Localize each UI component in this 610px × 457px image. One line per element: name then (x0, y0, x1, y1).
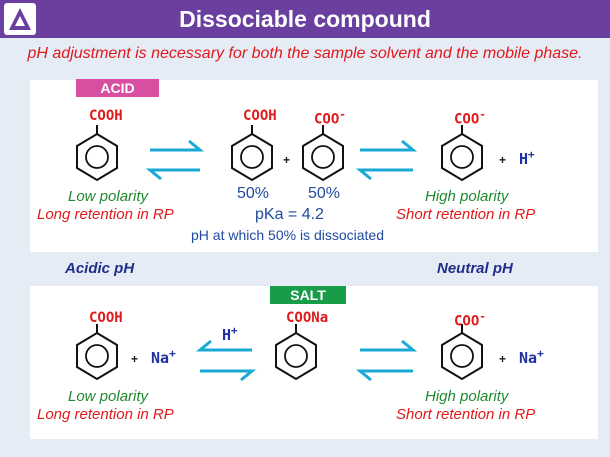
salt-right-retention: Short retention in RP (396, 406, 536, 423)
salt-left-ion: Na+ (151, 347, 176, 367)
acid-mid-group-1: COOH (243, 108, 277, 124)
salt-left-group: COOH (89, 310, 123, 326)
pka-note: pH at which 50% is dissociated (191, 227, 384, 243)
page-title: Dissociable compound (179, 6, 431, 32)
salt-panel (30, 286, 598, 439)
salt-badge: SALT (270, 286, 346, 304)
logo (4, 3, 36, 35)
acid-left-retention: Long retention in RP (37, 206, 174, 223)
benzene-ring-salt-left (76, 323, 118, 380)
acid-right-polarity: High polarity (425, 188, 509, 205)
benzene-ring-salt-mid (275, 323, 317, 380)
benzene-ring-acid-mid-2 (302, 124, 344, 181)
acid-mid-group-2: COO- (314, 108, 346, 128)
salt-left-plus: + (131, 352, 139, 366)
pka-value: pKa = 4.2 (255, 206, 324, 223)
acid-mid-percent-1: 50% (237, 185, 270, 202)
acid-left-group: COOH (89, 108, 123, 124)
acid-badge: ACID (76, 79, 159, 97)
title-bar (0, 0, 610, 38)
equilibrium-arrows-acid-right (355, 139, 418, 181)
logo-triangle-icon (9, 8, 31, 30)
benzene-ring-salt-right (441, 323, 483, 380)
acid-right-retention: Short retention in RP (396, 206, 536, 223)
salt-arrow-label: H+ (222, 324, 238, 344)
benzene-ring-acid-left (76, 124, 118, 181)
salt-right-group: COO- (454, 310, 486, 330)
neutral-ph-label: Neutral pH (437, 260, 513, 277)
acid-right-plus: + (499, 153, 507, 167)
acid-mid-percent-2: 50% (308, 185, 341, 202)
salt-left-retention: Long retention in RP (37, 406, 174, 423)
benzene-ring-acid-mid-1 (231, 124, 273, 181)
salt-right-plus: + (499, 352, 507, 366)
benzene-ring-acid-right (441, 124, 483, 181)
salt-mid-group: COONa (286, 310, 329, 326)
acid-panel (30, 80, 598, 252)
salt-right-polarity: High polarity (425, 388, 509, 405)
salt-right-ion: Na+ (519, 347, 544, 367)
equilibrium-arrows-salt-right (355, 339, 418, 382)
acid-mid-plus: + (283, 153, 291, 167)
acid-right-group: COO- (454, 108, 486, 128)
salt-left-polarity: Low polarity (68, 388, 149, 405)
subtitle: pH adjustment is necessary for both the … (27, 45, 583, 62)
equilibrium-arrows-salt-left (195, 339, 257, 382)
acidic-ph-label: Acidic pH (65, 260, 135, 277)
acid-left-polarity: Low polarity (68, 188, 149, 205)
acid-right-ion: H+ (519, 148, 535, 168)
equilibrium-arrows-acid-left (145, 139, 205, 181)
